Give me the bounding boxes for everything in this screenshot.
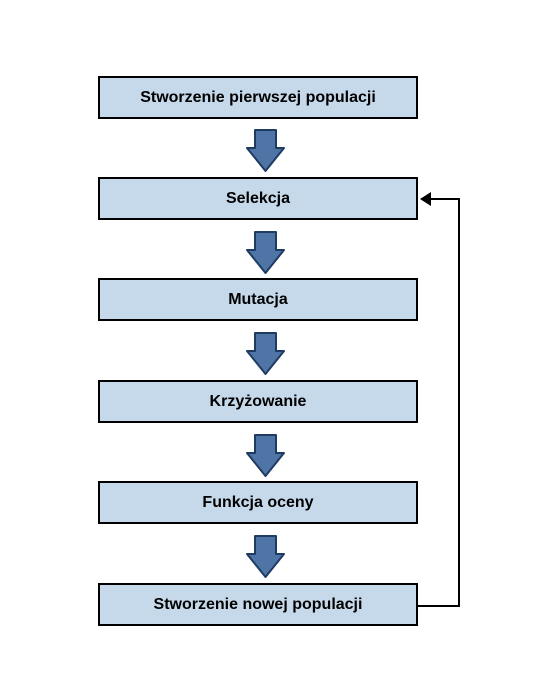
down-arrow-icon (246, 535, 285, 578)
down-arrow-5 (246, 535, 285, 578)
step-box-initial-population: Stworzenie pierwszej populacji (98, 76, 418, 119)
feedback-loop-line (418, 198, 460, 607)
step-label: Stworzenie pierwszej populacji (140, 88, 376, 106)
down-arrow-icon (246, 231, 285, 274)
step-box-new-population: Stworzenie nowej populacji (98, 583, 418, 626)
step-box-selection: Selekcja (98, 177, 418, 220)
down-arrow-4 (246, 434, 285, 477)
down-arrow-icon (246, 434, 285, 477)
arrowhead-left-icon (420, 192, 431, 206)
feedback-loop (418, 192, 460, 607)
step-label: Stworzenie nowej populacji (153, 595, 363, 613)
step-box-crossover: Krzyżowanie (98, 380, 418, 423)
step-box-fitness-function: Funkcja oceny (98, 481, 418, 524)
step-label: Selekcja (225, 189, 291, 207)
step-label: Mutacja (228, 290, 288, 308)
step-label: Funkcja oceny (202, 493, 314, 511)
down-arrow-3 (246, 332, 285, 375)
step-label: Krzyżowanie (209, 392, 307, 410)
step-box-mutation: Mutacja (98, 278, 418, 321)
down-arrow-icon (246, 332, 285, 375)
down-arrow-icon (246, 129, 285, 172)
down-arrow-1 (246, 129, 285, 172)
down-arrow-2 (246, 231, 285, 274)
